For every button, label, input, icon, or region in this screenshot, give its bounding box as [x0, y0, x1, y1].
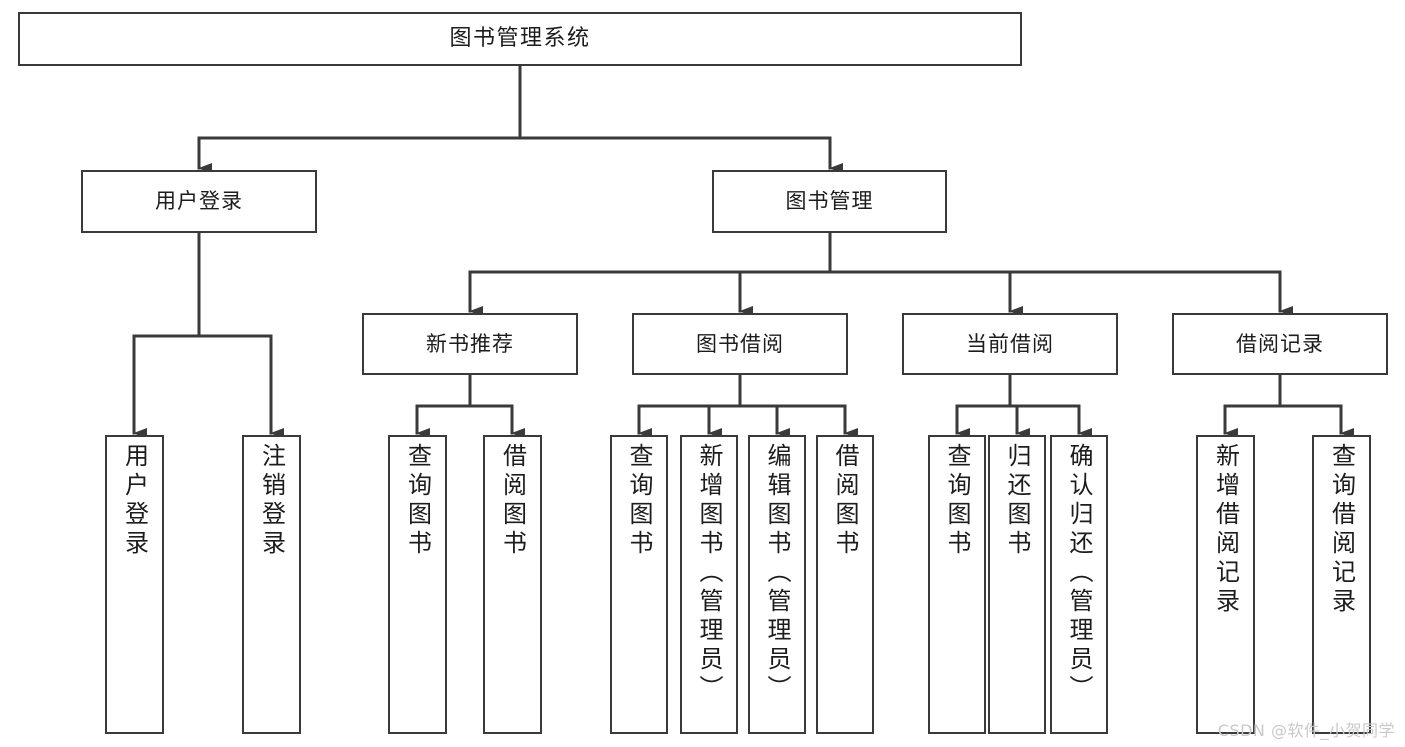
node-root-label: 图书管理系统: [449, 26, 591, 52]
leaf-user-login-label: 用户登录: [120, 443, 149, 559]
leaf-add-book[interactable]: 新增图书（管理员）: [680, 435, 738, 734]
leaf-query-book-1[interactable]: 查询图书: [388, 435, 447, 734]
leaf-add-borrow-record-label: 新增借阅记录: [1211, 443, 1240, 617]
node-current-borrow[interactable]: 当前借阅: [902, 313, 1118, 375]
watermark: CSDN @软件_小贺同学: [1217, 721, 1395, 740]
leaf-user-login[interactable]: 用户登录: [105, 435, 164, 734]
node-new-book-recommend[interactable]: 新书推荐: [362, 313, 578, 375]
node-new-book-recommend-label: 新书推荐: [426, 331, 514, 356]
leaf-add-borrow-record[interactable]: 新增借阅记录: [1196, 435, 1255, 734]
node-user-login[interactable]: 用户登录: [81, 170, 317, 233]
leaf-edit-book[interactable]: 编辑图书（管理员）: [748, 435, 806, 734]
leaf-edit-book-label: 编辑图书（管理员）: [763, 443, 791, 704]
leaf-borrow-book-2-label: 借阅图书: [831, 443, 859, 559]
node-book-manage[interactable]: 图书管理: [712, 170, 947, 233]
node-book-borrow-label: 图书借阅: [696, 331, 784, 356]
leaf-query-book-3-label: 查询图书: [943, 443, 971, 559]
leaf-return-book[interactable]: 归还图书: [988, 435, 1046, 734]
node-root[interactable]: 图书管理系统: [18, 12, 1022, 66]
node-borrow-record-label: 借阅记录: [1236, 331, 1324, 356]
leaf-borrow-book-1-label: 借阅图书: [498, 443, 527, 559]
leaf-confirm-return-label: 确认归还（管理员）: [1065, 443, 1093, 704]
leaf-confirm-return[interactable]: 确认归还（管理员）: [1050, 435, 1108, 734]
leaf-query-borrow-record-label: 查询借阅记录: [1327, 443, 1356, 617]
leaf-query-book-1-label: 查询图书: [403, 443, 432, 559]
node-user-login-label: 用户登录: [155, 189, 243, 214]
leaf-logout-login[interactable]: 注销登录: [242, 435, 301, 734]
leaf-query-book-3[interactable]: 查询图书: [928, 435, 986, 734]
leaf-query-book-2[interactable]: 查询图书: [610, 435, 668, 734]
leaf-logout-login-label: 注销登录: [257, 443, 286, 559]
leaf-query-borrow-record[interactable]: 查询借阅记录: [1312, 435, 1371, 734]
node-current-borrow-label: 当前借阅: [966, 331, 1054, 356]
leaf-borrow-book-2[interactable]: 借阅图书: [816, 435, 874, 734]
leaf-borrow-book-1[interactable]: 借阅图书: [483, 435, 542, 734]
node-borrow-record[interactable]: 借阅记录: [1172, 313, 1388, 375]
leaf-return-book-label: 归还图书: [1003, 443, 1031, 559]
node-book-manage-label: 图书管理: [785, 189, 874, 214]
leaf-add-book-label: 新增图书（管理员）: [695, 443, 723, 704]
leaf-query-book-2-label: 查询图书: [625, 443, 653, 559]
node-book-borrow[interactable]: 图书借阅: [632, 313, 848, 375]
